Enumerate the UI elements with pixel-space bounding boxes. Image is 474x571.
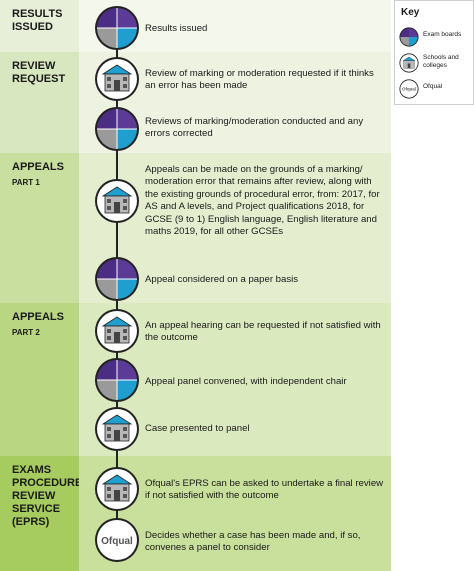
school-building-icon <box>94 56 140 102</box>
exam-boards-icon <box>94 357 140 403</box>
school-building-icon <box>94 178 140 224</box>
ofqual-logo-icon: Ofqual <box>399 79 419 99</box>
ofqual-logo-icon: Ofqual <box>94 517 140 563</box>
exam-boards-icon <box>94 106 140 152</box>
step-text: Appeal considered on a paper basis <box>145 274 299 285</box>
exam-boards-icon <box>94 5 140 51</box>
step-text: Decides whether a case has been made and… <box>145 530 361 554</box>
stage-title: RESULTS ISSUED <box>12 8 63 33</box>
svg-text:Ofqual: Ofqual <box>101 536 133 547</box>
step-text: An appeal hearing can be requested if no… <box>145 320 381 344</box>
exam-boards-icon <box>94 256 140 302</box>
exam-boards-icon <box>399 27 419 47</box>
svg-text:Ofqual: Ofqual <box>402 87 416 92</box>
key-legend: Key Exam boards Schools and colleges Ofq… <box>394 0 474 105</box>
school-building-icon <box>94 466 140 512</box>
key-item-exam-boards: Exam boards <box>399 27 473 49</box>
key-item-schools-and-colleges: Schools and colleges <box>399 53 473 75</box>
step-text: Appeals can be made on the grounds of a … <box>145 164 380 238</box>
key-item-label: Exam boards <box>423 31 462 38</box>
school-building-icon <box>399 53 419 73</box>
step-text: Results issued <box>145 23 208 34</box>
key-title: Key <box>401 7 420 18</box>
stage-title: EXAMS PROCEDURES REVIEW SERVICE (EPRS) <box>12 464 90 528</box>
key-item-label: Ofqual <box>423 83 443 90</box>
stage-title: REVIEW REQUEST <box>12 60 66 85</box>
school-building-icon <box>94 406 140 452</box>
key-item-label: Schools and colleges <box>423 54 459 69</box>
key-item-ofqual: Ofqual Ofqual <box>399 79 473 101</box>
step-text: Case presented to panel <box>145 423 250 434</box>
school-building-icon <box>94 308 140 354</box>
step-text: Appeal panel convened, with independent … <box>145 376 347 387</box>
step-text: Reviews of marking/moderation conducted … <box>145 116 364 140</box>
step-text: Ofqual's EPRS can be asked to undertake … <box>145 478 384 502</box>
step-text: Review of marking or moderation requeste… <box>145 68 374 92</box>
